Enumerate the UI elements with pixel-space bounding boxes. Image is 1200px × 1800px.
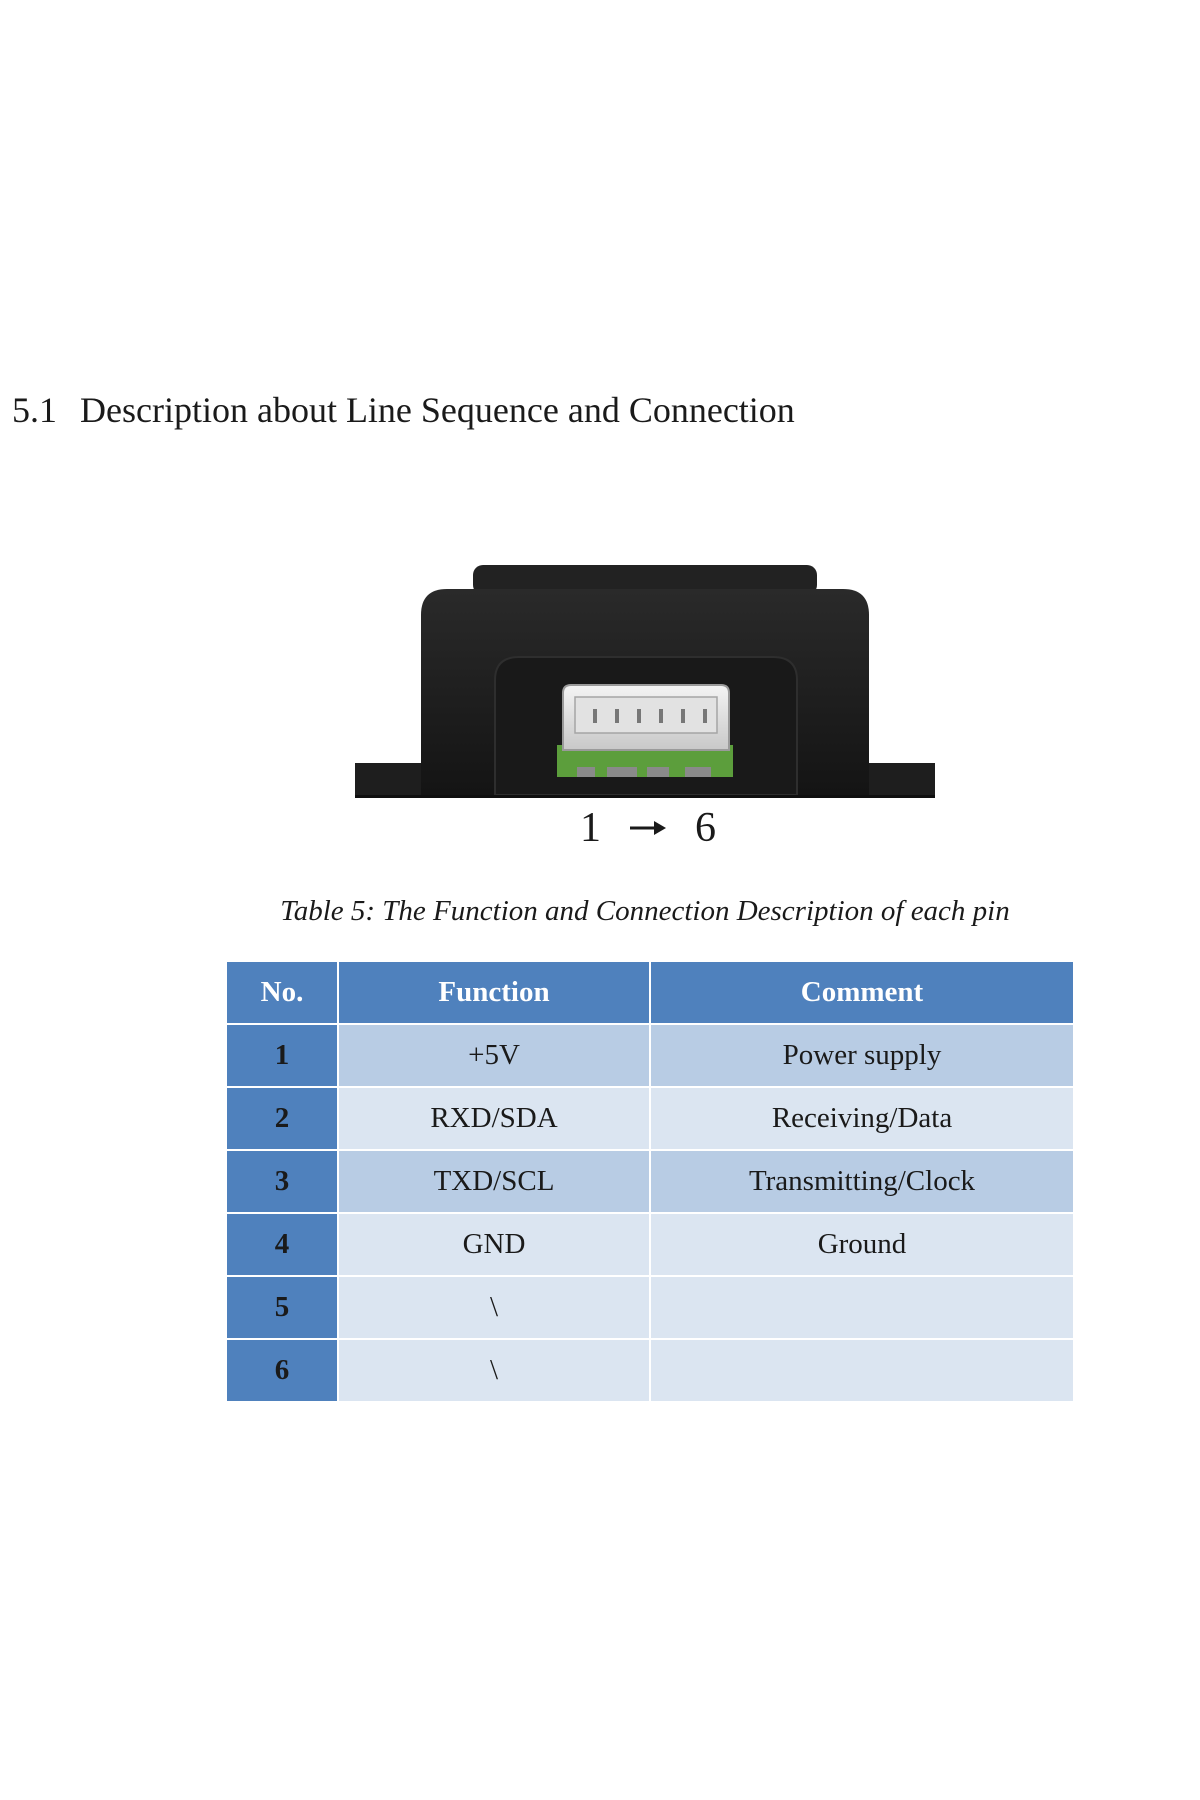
connector-pin [681, 709, 685, 723]
table-row: 4 GND Ground [225, 1212, 1075, 1277]
pin-comment: Power supply [649, 1023, 1075, 1088]
section-number: 5.1 [12, 390, 57, 430]
pin-order-start: 1 [580, 805, 601, 851]
top-cylinder [473, 565, 817, 595]
pin-comment [649, 1275, 1075, 1340]
table-row: 3 TXD/SCL Transmitting/Clock [225, 1149, 1075, 1214]
table-row: 5 \ [225, 1275, 1075, 1340]
section-heading: 5.1 Description about Line Sequence and C… [12, 388, 795, 432]
connector-pin [615, 709, 619, 723]
pin-comment: Ground [649, 1212, 1075, 1277]
pin-function: +5V [337, 1023, 651, 1088]
table-header-row: No. Function Comment [225, 960, 1075, 1025]
header-comment: Comment [649, 960, 1075, 1025]
sensor-connector-image [355, 565, 935, 798]
right-arrow-icon [630, 821, 666, 835]
section-title: Description about Line Sequence and Conn… [80, 390, 795, 430]
pin-number: 5 [225, 1275, 339, 1340]
pin-number: 1 [225, 1023, 339, 1088]
table-row: 2 RXD/SDA Receiving/Data [225, 1086, 1075, 1151]
connector-pin [659, 709, 663, 723]
header-function: Function [337, 960, 651, 1025]
pin-function: GND [337, 1212, 651, 1277]
connector-pin [593, 709, 597, 723]
header-no: No. [225, 960, 339, 1025]
pin-number: 6 [225, 1338, 339, 1403]
pin-function: \ [337, 1338, 651, 1403]
pin-function: \ [337, 1275, 651, 1340]
connector-pin [703, 709, 707, 723]
pin-order-end: 6 [695, 805, 716, 851]
pin-function: RXD/SDA [337, 1086, 651, 1151]
table-row: 6 \ [225, 1338, 1075, 1403]
pin-comment: Transmitting/Clock [649, 1149, 1075, 1214]
connector-pin [637, 709, 641, 723]
pin-comment [649, 1338, 1075, 1403]
table-row: 1 +5V Power supply [225, 1023, 1075, 1088]
pin-number: 4 [225, 1212, 339, 1277]
pin-comment: Receiving/Data [649, 1086, 1075, 1151]
pin-function: TXD/SCL [337, 1149, 651, 1214]
pin-function-table: No. Function Comment 1 +5V Power supply … [225, 960, 1075, 1403]
table-caption: Table 5: The Function and Connection Des… [280, 895, 1010, 927]
pin-order-label: 1 6 [580, 804, 716, 852]
pin-number: 2 [225, 1086, 339, 1151]
pin-number: 3 [225, 1149, 339, 1214]
